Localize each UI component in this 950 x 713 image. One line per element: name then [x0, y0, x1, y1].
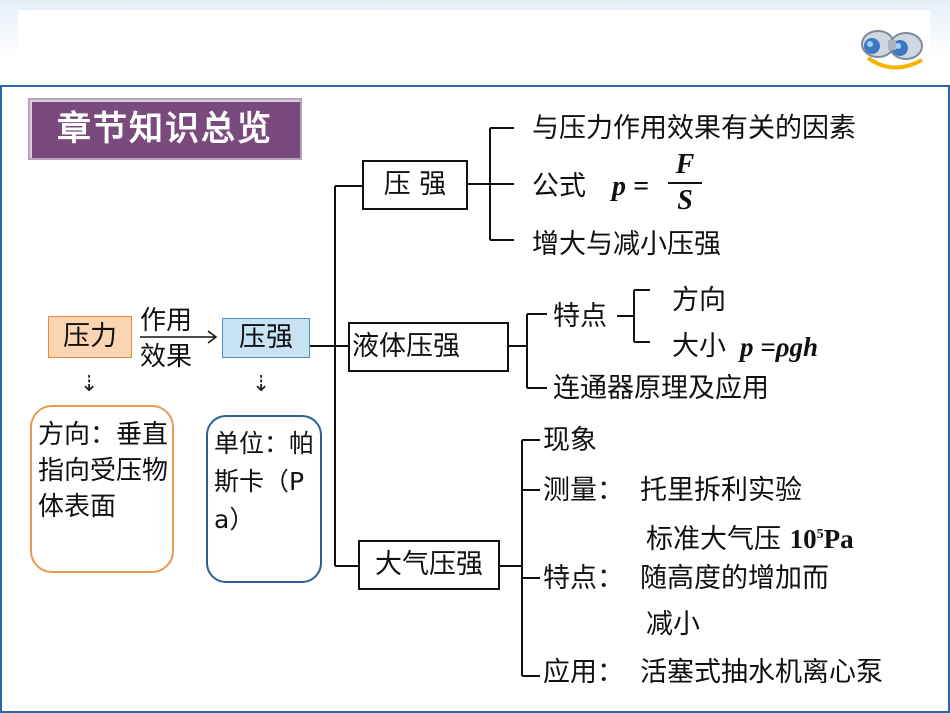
pressure-change: 增大与减小压强	[532, 229, 721, 260]
liquid-size-formula: p =ρgh	[740, 332, 819, 362]
atmosphere-application-value: 活塞式抽水机离心泵	[640, 657, 883, 688]
pressure-formula-fraction: F S	[668, 150, 702, 216]
direction-note-text: 方向：垂直指向受压物体表面	[38, 420, 169, 522]
unit-note: 单位：帕斯卡（Pa）	[206, 415, 322, 583]
atmosphere-feature-label: 特点：	[543, 563, 624, 594]
node-pressure: 压 强	[362, 160, 468, 210]
node-liquid-pressure: 液体压强	[348, 322, 509, 372]
standard-prefix: 标准大气压	[646, 524, 790, 555]
pressure-formula-var: p =	[612, 171, 649, 202]
liquid-size-prefix: 大小	[672, 331, 726, 362]
liquid-direction: 方向	[672, 285, 726, 316]
direction-note: 方向：垂直指向受压物体表面	[30, 405, 174, 573]
fraction-bar	[668, 182, 702, 184]
down-arrow-icon: ⇣	[252, 372, 271, 397]
fraction-denominator: S	[677, 185, 693, 216]
atmosphere-measure-value: 托里拆利实验	[640, 475, 802, 506]
liquid-features-label: 特点	[553, 301, 607, 332]
connector-label-bottom: 效果	[140, 342, 193, 372]
unit-note-text: 单位：帕斯卡（Pa）	[214, 429, 315, 534]
down-arrow-icon: ⇣	[80, 372, 99, 397]
connector-label-top: 作用	[140, 306, 193, 336]
liquid-connector-principle: 连通器原理及应用	[553, 373, 769, 404]
node-pressure-effect: 压强	[222, 318, 310, 358]
atmosphere-measure-label: 测量：	[543, 475, 624, 506]
header-band	[0, 0, 950, 84]
binoculars-icon	[861, 30, 923, 70]
atmosphere-feature-value-2: 减小	[646, 609, 700, 640]
atmosphere-standard: 标准大气压 105Pa	[646, 518, 854, 557]
node-force: 压力	[48, 316, 132, 358]
section-title-text: 章节知识总览	[57, 109, 273, 149]
section-title: 章节知识总览	[28, 98, 302, 160]
pressure-formula-prefix: 公式	[532, 171, 586, 202]
content-frame	[0, 85, 950, 713]
atmosphere-application-label: 应用：	[543, 657, 624, 688]
atmosphere-feature-value-1: 随高度的增加而	[640, 563, 829, 594]
standard-unit: Pa	[823, 524, 854, 554]
node-atmospheric-pressure: 大气压强	[358, 540, 500, 590]
pressure-factors: 与压力作用效果有关的因素	[532, 113, 856, 144]
standard-exponent: 5	[816, 527, 824, 542]
atmosphere-phenomenon: 现象	[543, 425, 597, 456]
header-inner	[18, 10, 930, 82]
fraction-numerator: F	[675, 149, 695, 180]
standard-value: 10	[789, 524, 817, 554]
